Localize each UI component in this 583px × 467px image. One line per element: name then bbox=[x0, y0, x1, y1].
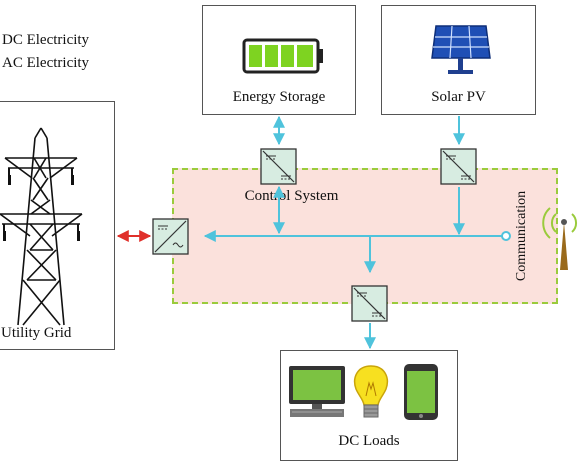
control-system-label: Control System bbox=[244, 188, 339, 204]
solar-pv-label: Solar PV bbox=[431, 89, 486, 105]
converter-icon bbox=[351, 285, 388, 322]
dc-links bbox=[203, 115, 511, 350]
utility-grid-label: Utility Grid bbox=[1, 325, 72, 341]
monitor-icon bbox=[289, 366, 345, 417]
utility-grid-box: Utility Grid bbox=[0, 101, 115, 350]
transmission-tower-icon bbox=[0, 127, 83, 326]
battery-icon bbox=[242, 38, 323, 74]
solar-panel-icon bbox=[431, 25, 491, 74]
converter-icon bbox=[440, 148, 477, 185]
inverter-icon bbox=[152, 218, 189, 255]
dc-loads-label: DC Loads bbox=[338, 433, 400, 449]
converter-icon bbox=[260, 148, 297, 185]
light-bulb-icon bbox=[353, 365, 389, 418]
smartphone-icon bbox=[404, 364, 438, 420]
legend-dc-label: DC Electricity bbox=[2, 32, 90, 48]
energy-storage-box: Energy Storage bbox=[202, 5, 356, 115]
legend-ac-label: AC Electricity bbox=[2, 55, 90, 71]
energy-storage-label: Energy Storage bbox=[232, 89, 326, 105]
antenna-icon bbox=[542, 207, 578, 270]
